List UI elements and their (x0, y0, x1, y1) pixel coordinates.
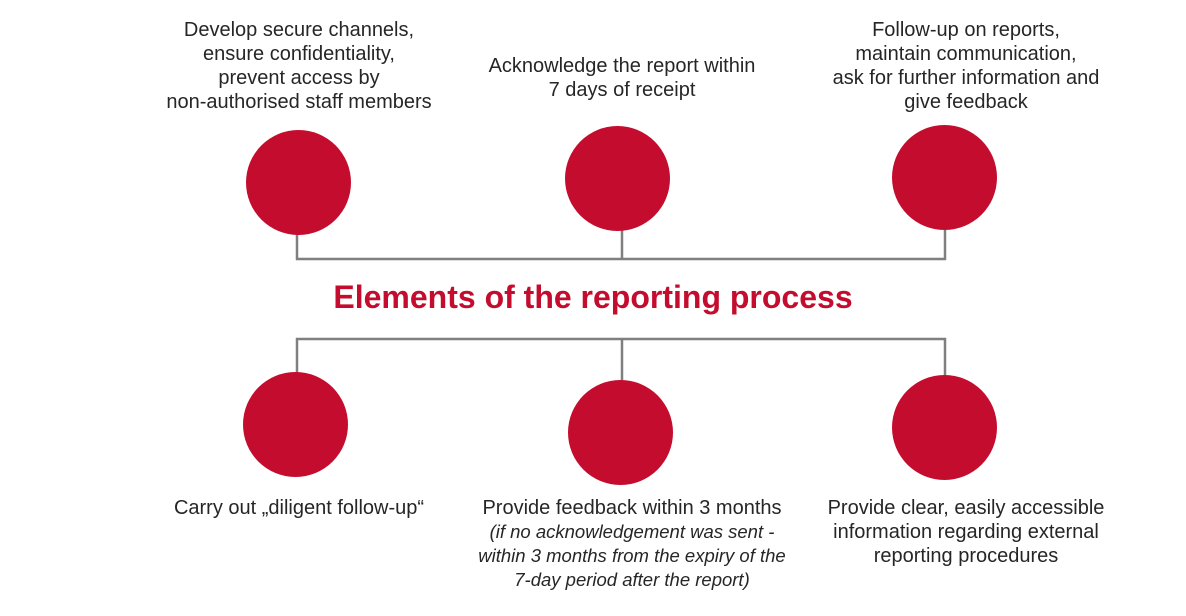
bottom-label-2: Provide feedback within 3 months (if no … (452, 496, 812, 592)
top-label-2-line-2: 7 days of receipt (548, 79, 696, 101)
top-label-3: Follow-up on reports, maintain communica… (806, 18, 1126, 114)
top-node-3 (892, 125, 997, 230)
top-node-2 (565, 126, 670, 231)
top-node-1 (246, 130, 351, 235)
bottom-node-1 (243, 372, 348, 477)
top-label-3-line-1: Follow-up on reports, (872, 19, 1060, 41)
bottom-label-3-line-1: Provide clear, easily accessible (827, 497, 1105, 519)
bottom-label-2-note-1: (if no acknowledgement was sent - (489, 521, 775, 542)
top-label-1-line-3: prevent access by (218, 67, 380, 89)
top-label-2-line-1: Acknowledge the report within (488, 55, 756, 77)
top-label-1-line-2: ensure confidentiality, (203, 43, 395, 65)
top-label-1-line-1: Develop secure channels, (183, 19, 415, 41)
top-label-3-line-3: ask for further information and (832, 67, 1100, 89)
bottom-label-3-line-2: information regarding external (833, 521, 1099, 543)
top-label-3-line-2: maintain communication, (855, 43, 1077, 65)
diagram-title: Elements of the reporting process (333, 279, 853, 315)
bottom-node-3 (892, 375, 997, 480)
bottom-label-3: Provide clear, easily accessible informa… (806, 496, 1126, 568)
top-label-1-line-4: non-authorised staff members (166, 91, 432, 113)
top-label-1: Develop secure channels, ensure confiden… (139, 18, 459, 114)
bottom-node-2 (568, 380, 673, 485)
top-label-2: Acknowledge the report within 7 days of … (462, 54, 782, 102)
top-label-3-line-4: give feedback (904, 91, 1028, 113)
bottom-label-2-note-2: within 3 months from the expiry of the (478, 545, 786, 566)
bottom-label-2-note-3: 7-day period after the report) (514, 569, 750, 590)
bottom-label-3-line-3: reporting procedures (873, 545, 1059, 567)
bottom-label-1-line-1: Carry out „diligent follow-up“ (173, 497, 425, 519)
bottom-label-1: Carry out „diligent follow-up“ (139, 496, 459, 520)
bottom-label-2-line-1: Provide feedback within 3 months (482, 497, 782, 519)
